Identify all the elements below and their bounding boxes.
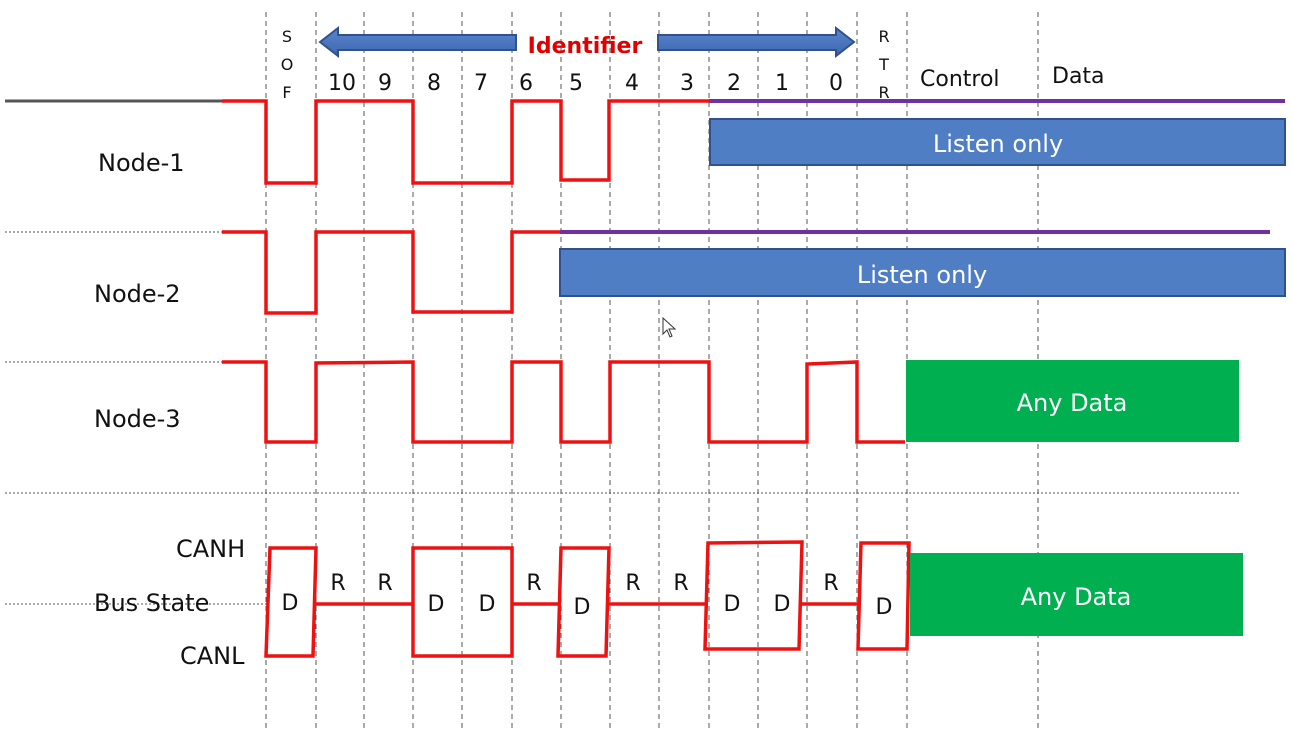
bit-number: 1 xyxy=(775,71,789,96)
identifier-label: Identifier xyxy=(528,34,643,59)
bit-state-label: R xyxy=(377,571,392,596)
identifier-arrow-left xyxy=(318,25,517,59)
bus-data-text: Any Data xyxy=(1021,583,1132,611)
bit-number: 10 xyxy=(328,71,356,96)
dominant-box xyxy=(703,540,804,651)
node3-data-text: Any Data xyxy=(1017,389,1128,417)
canl-label: CANL xyxy=(180,642,245,670)
sof-letter-o: O xyxy=(281,55,294,74)
bit-number: 4 xyxy=(625,71,639,96)
bit-state-label: D xyxy=(774,592,791,617)
data-field-label: Data xyxy=(1052,64,1105,89)
node3-signal xyxy=(222,360,905,444)
node2-listen-text: Listen only xyxy=(857,261,987,289)
bit-state-label: R xyxy=(823,571,838,596)
bit-state-label: D xyxy=(479,592,496,617)
bit-number: 5 xyxy=(569,71,583,96)
node2-label: Node-2 xyxy=(94,280,181,308)
node2-signal xyxy=(222,230,560,315)
bus-state-label: Bus State xyxy=(94,589,209,617)
node3-data-box xyxy=(906,360,1239,442)
bit-state-label: R xyxy=(330,571,345,596)
identifier-bit-numbers: 10 9 8 7 6 5 4 3 2 1 0 xyxy=(328,71,843,96)
control-field-label: Control xyxy=(920,67,1000,92)
rtr-label: R T R xyxy=(878,27,889,102)
node1-listen-box xyxy=(709,118,1286,166)
node2-listen-box xyxy=(559,248,1286,297)
bit-number: 2 xyxy=(727,71,741,96)
sof-letter-f: F xyxy=(282,83,291,102)
dominant-box xyxy=(264,546,318,658)
identifier-arrow-right xyxy=(657,25,856,59)
bit-state-label: D xyxy=(282,591,299,616)
bit-state-label: D xyxy=(574,595,591,620)
bit-number: 0 xyxy=(829,71,843,96)
node3-label: Node-3 xyxy=(94,405,181,433)
node1-listen-text: Listen only xyxy=(933,130,1063,158)
mouse-cursor-icon xyxy=(662,316,677,338)
dominant-box xyxy=(411,546,514,658)
canh-label: CANH xyxy=(176,535,245,563)
sof-label: S O F xyxy=(281,27,294,102)
bit-state-label: D xyxy=(428,592,445,617)
dominant-box xyxy=(856,541,911,651)
bit-number: 6 xyxy=(519,71,533,96)
bus-bit-state-labels: D R R D D R D R R D D R D xyxy=(282,571,893,620)
bus-data-box xyxy=(910,553,1243,636)
sof-letter-s: S xyxy=(282,27,292,46)
bit-number: 9 xyxy=(378,71,392,96)
bit-state-label: R xyxy=(625,571,640,596)
node1-label: Node-1 xyxy=(98,149,185,177)
bit-number: 3 xyxy=(680,71,694,96)
bus-signal xyxy=(264,540,911,658)
dominant-box xyxy=(556,546,611,658)
bit-number: 7 xyxy=(474,71,488,96)
rtr-letter-t: T xyxy=(878,55,889,74)
rtr-letter-r: R xyxy=(878,27,889,46)
node1-signal xyxy=(222,99,709,185)
bit-state-label: D xyxy=(876,595,893,620)
bit-state-label: R xyxy=(673,571,688,596)
bit-state-label: R xyxy=(526,571,541,596)
rtr-letter-r2: R xyxy=(878,83,889,102)
bit-state-label: D xyxy=(724,592,741,617)
bit-number: 8 xyxy=(427,71,441,96)
